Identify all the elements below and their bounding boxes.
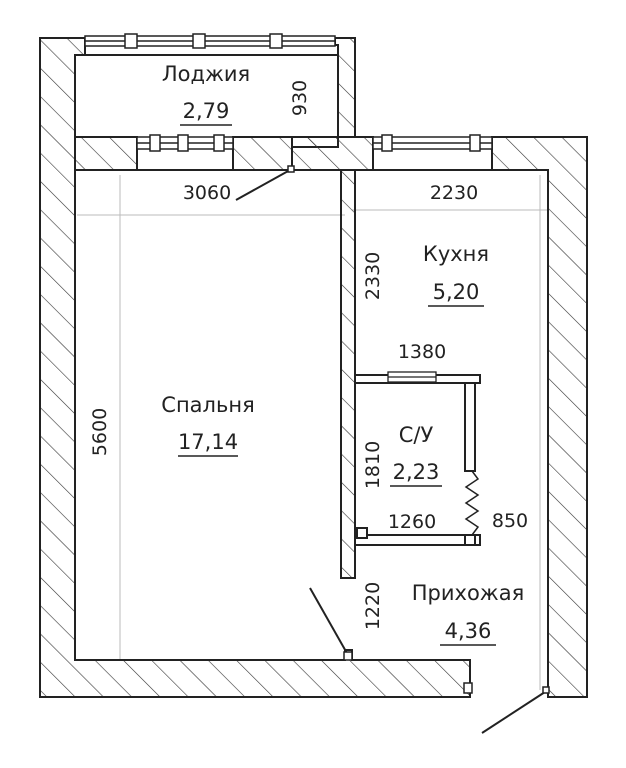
dim-loggia-depth: 930 <box>289 80 311 116</box>
bedroom-name: Спальня <box>161 393 254 417</box>
bathroom-window <box>387 371 437 383</box>
bedroom-label: Спальня 17,14 <box>161 393 255 457</box>
interior-lines <box>75 169 549 690</box>
loggia-sill-wall <box>74 136 138 171</box>
dim-bath-door: 850 <box>492 510 528 532</box>
dim-hall-length: 1220 <box>362 582 384 630</box>
loggia-area: 2,79 <box>183 99 230 123</box>
bedroom-door <box>309 587 349 656</box>
hallway-name: Прихожая <box>412 581 524 605</box>
kitchen-window <box>372 134 493 152</box>
loggia-door <box>235 169 291 201</box>
doors <box>235 169 546 734</box>
bathroom-area: 2,23 <box>393 460 440 484</box>
partition-wall <box>340 169 356 579</box>
loggia-wall-right <box>334 37 356 138</box>
loggia-label: Лоджия 2,79 <box>162 62 250 126</box>
door-hinges <box>287 165 550 694</box>
dim-bedroom-width: 3060 <box>183 182 231 204</box>
kitchen-area: 5,20 <box>433 280 480 304</box>
dim-bedroom-length: 5600 <box>89 408 111 456</box>
dim-kitchen-width: 2230 <box>430 182 478 204</box>
bedroom-area: 17,14 <box>178 430 238 454</box>
dim-kitchen-length: 2330 <box>362 252 384 300</box>
bedroom-window <box>136 134 234 152</box>
kitchen-name: Кухня <box>423 242 489 266</box>
entrance-door <box>481 691 546 734</box>
loggia-window <box>84 33 336 49</box>
dim-bath-length: 1810 <box>362 441 384 489</box>
loggia-inner-lines <box>74 54 338 137</box>
bathroom-label: С/У 2,23 <box>390 423 442 487</box>
bath-door-zigzag <box>464 470 480 536</box>
kitchen-label: Кухня 5,20 <box>423 242 489 307</box>
dim-bath-width-bottom: 1260 <box>388 511 436 533</box>
bathroom-name: С/У <box>399 423 434 447</box>
guide-lines <box>77 175 548 690</box>
hallway-area: 4,36 <box>445 619 492 643</box>
dim-bath-width-top: 1380 <box>398 341 446 363</box>
hallway-label: Прихожая 4,36 <box>412 581 524 646</box>
kitchen-wall-left <box>291 136 374 171</box>
loggia-name: Лоджия <box>162 62 250 86</box>
